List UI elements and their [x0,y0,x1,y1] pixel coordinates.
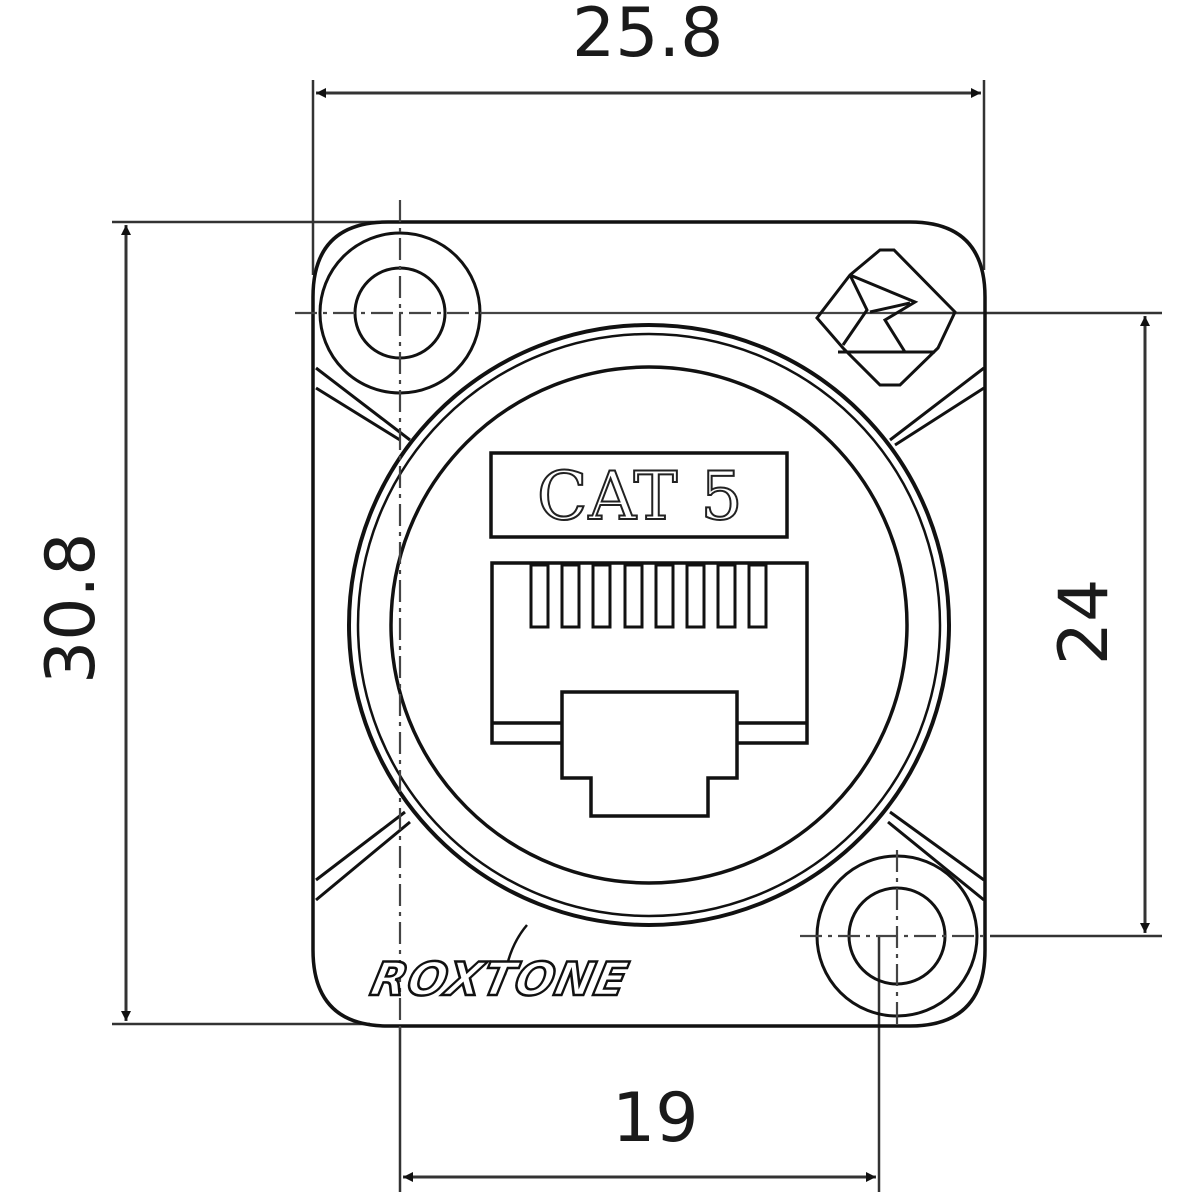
collar-ring [347,323,951,927]
flange-bevels [315,366,985,902]
cat-label-box [489,451,789,539]
centerlines [295,200,985,1030]
brand-logo: ROXTONE [365,951,635,1008]
cat-label: CAT 5 [536,458,744,535]
rj45-jack [490,561,809,818]
dim-hole-horizontal-spacing [398,936,881,1192]
dim-overall-height [112,220,400,1026]
rj45-contacts [529,563,768,629]
brand-swoosh-icon [503,924,528,976]
dim-label-hole-vertical: 24 [1045,578,1124,666]
dim-label-hole-horizontal: 19 [612,1079,699,1158]
brand-badge-icon [815,248,957,387]
dim-hole-vertical-spacing [900,311,1162,938]
housing-flange [311,220,987,1028]
dim-label-overall-height: 30.8 [32,532,111,684]
dim-overall-width [311,80,986,275]
dim-label-overall-width: 25.8 [572,0,724,73]
